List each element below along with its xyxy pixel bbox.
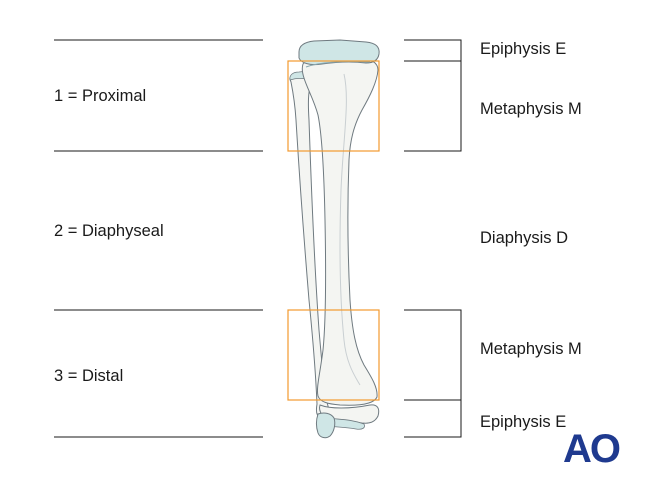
lateral-malleolus bbox=[316, 412, 336, 439]
tibia-fibula-illustration bbox=[289, 39, 380, 439]
label-epiphysis-bottom: Epiphysis E bbox=[480, 413, 566, 431]
label-metaphysis-bottom: Metaphysis M bbox=[480, 340, 582, 358]
proximal-metaphysis-box bbox=[287, 60, 380, 152]
label-proximal: 1 = Proximal bbox=[54, 87, 146, 105]
label-diaphysis: Diaphysis D bbox=[480, 229, 568, 247]
bracket-distal bbox=[404, 309, 462, 438]
label-epiphysis-top: Epiphysis E bbox=[480, 40, 566, 58]
label-diaphyseal: 2 = Diaphyseal bbox=[54, 222, 164, 240]
bracket-proximal bbox=[404, 39, 462, 152]
distal-metaphysis-box bbox=[287, 309, 380, 401]
label-metaphysis-top: Metaphysis M bbox=[480, 100, 582, 118]
metaphysis-boxes bbox=[287, 60, 380, 401]
right-brackets bbox=[404, 39, 462, 438]
tibia-ridge bbox=[339, 73, 361, 386]
ao-logo: AO bbox=[563, 427, 620, 471]
label-distal: 3 = Distal bbox=[54, 367, 123, 385]
left-zone-lines bbox=[54, 39, 263, 438]
tibia-physis-top bbox=[305, 61, 371, 68]
